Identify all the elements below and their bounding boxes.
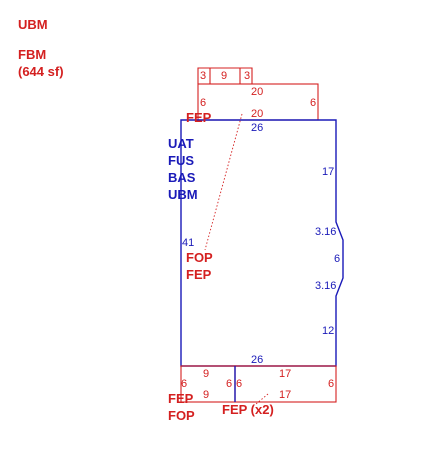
main-living-area-outline xyxy=(180,119,344,367)
dim-top-porch-top: 20 xyxy=(251,86,263,98)
dim-br-bottom: 17 xyxy=(279,389,291,401)
leader-line-bottom xyxy=(255,393,269,405)
dim-br-top: 17 xyxy=(279,368,291,380)
dim-bl-top: 9 xyxy=(203,368,209,380)
dim-br-right: 6 xyxy=(328,378,334,390)
dim-main-top: 26 xyxy=(251,122,263,134)
dim-top-porch-left: 6 xyxy=(200,97,206,109)
label-main-code-4: UBM xyxy=(168,187,198,202)
label-bottom-left-code-2: FOP xyxy=(168,408,195,423)
dim-top-porch-bottom: 20 xyxy=(251,108,263,120)
label-center-code-2: FEP xyxy=(186,267,212,282)
dim-main-left: 41 xyxy=(182,237,194,249)
dim-top-porch-right: 6 xyxy=(310,97,316,109)
dim-bl-left: 6 xyxy=(181,378,187,390)
label-center-code-1: FOP xyxy=(186,250,213,265)
top-small-structure-outline xyxy=(197,67,253,84)
label-main-code-1: UAT xyxy=(168,136,194,151)
label-top-porch: FEP xyxy=(186,110,212,125)
dim-bump-lower: 3.16 xyxy=(315,280,336,292)
dim-top-small-left: 3 xyxy=(200,70,206,82)
dim-main-bottom: 26 xyxy=(251,354,263,366)
dim-bl-right: 6 xyxy=(226,378,232,390)
label-area-size: (644 sf) xyxy=(18,64,64,79)
dim-top-small-mid: 9 xyxy=(221,70,227,82)
label-area-code: FBM xyxy=(18,47,46,62)
label-bottom-left-code-1: FEP xyxy=(168,391,194,406)
dim-bl-bottom: 9 xyxy=(203,389,209,401)
dim-main-right-lower: 12 xyxy=(322,325,334,337)
label-bottom-right-code: FEP (x2) xyxy=(222,402,274,417)
label-main-code-2: FUS xyxy=(168,153,194,168)
label-main-code-3: BAS xyxy=(168,170,196,185)
dim-bump-depth: 6 xyxy=(334,253,340,265)
dim-top-small-right: 3 xyxy=(244,70,250,82)
dim-br-left: 6 xyxy=(236,378,242,390)
dim-bump-upper: 3.16 xyxy=(315,226,336,238)
label-top-left-code: UBM xyxy=(18,17,48,32)
leader-line-top xyxy=(204,113,243,251)
dim-main-right-upper: 17 xyxy=(322,166,334,178)
